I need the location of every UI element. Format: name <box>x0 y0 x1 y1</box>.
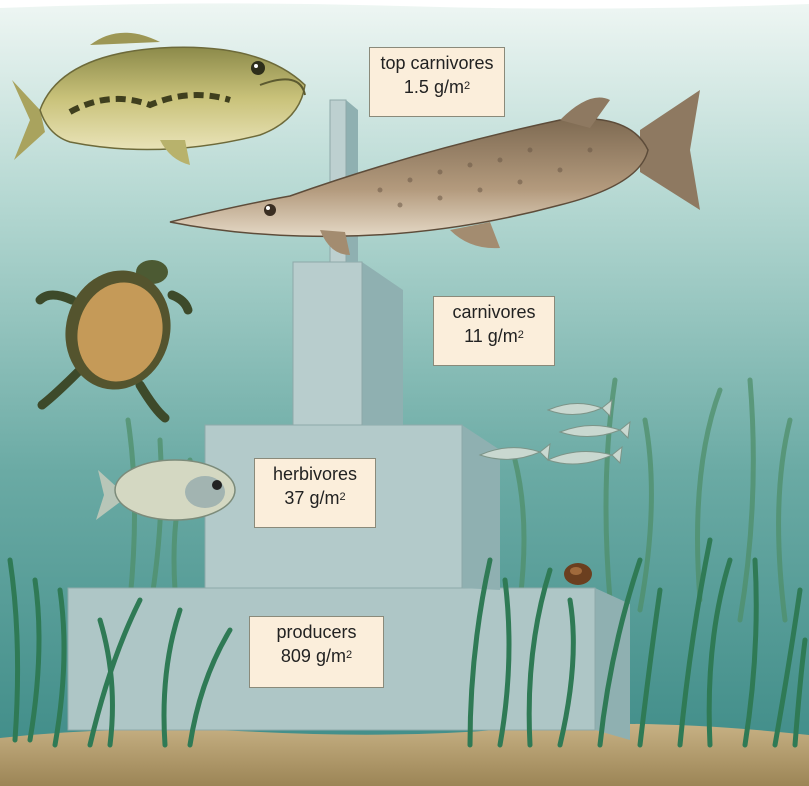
snail <box>564 563 592 585</box>
level-biomass: 809 g/m2 <box>250 644 383 668</box>
level-name: herbivores <box>255 462 375 486</box>
label-carnivores: carnivores 11 g/m2 <box>433 296 555 366</box>
level-biomass: 1.5 g/m2 <box>370 75 504 99</box>
label-producers: producers 809 g/m2 <box>249 616 384 688</box>
level-name: top carnivores <box>370 51 504 75</box>
pyramid-tier-carnivores <box>293 262 403 425</box>
label-herbivores: herbivores 37 g/m2 <box>254 458 376 528</box>
level-biomass: 11 g/m2 <box>434 324 554 348</box>
label-top-carnivores: top carnivores 1.5 g/m2 <box>369 47 505 117</box>
level-biomass: 37 g/m2 <box>255 486 375 510</box>
level-name: producers <box>250 620 383 644</box>
level-name: carnivores <box>434 300 554 324</box>
